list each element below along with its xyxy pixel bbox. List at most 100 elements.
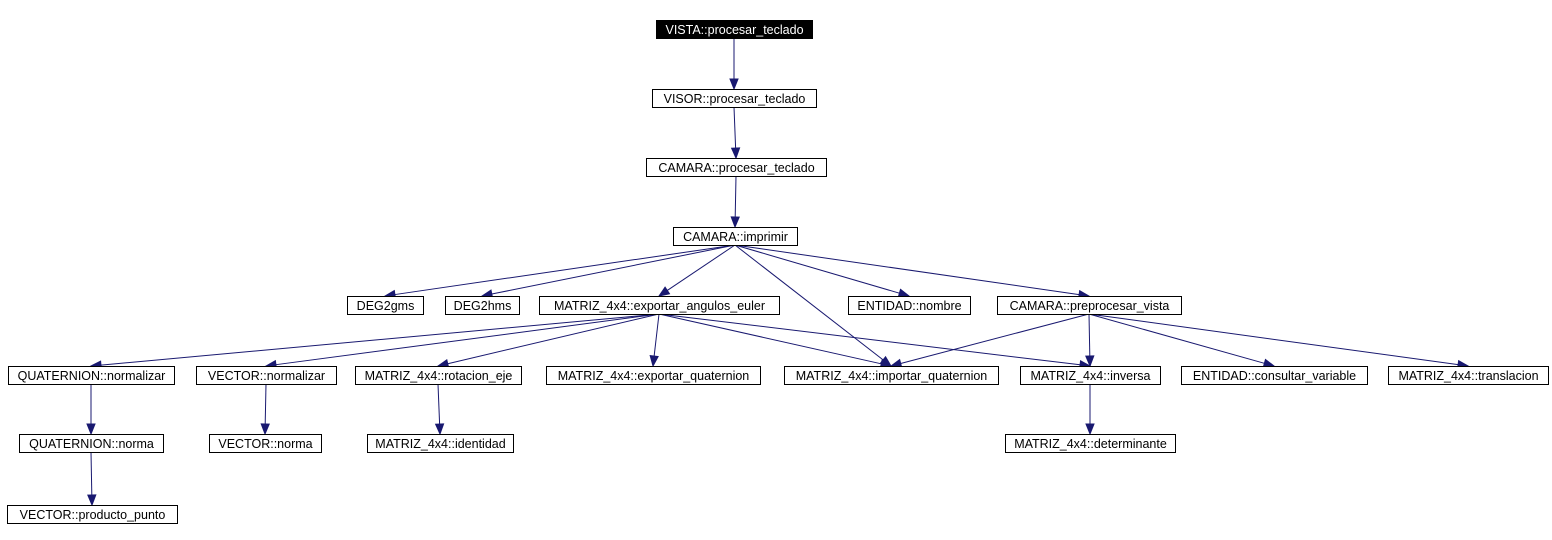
node-box bbox=[784, 366, 999, 385]
node-box bbox=[848, 296, 971, 315]
nodes-layer: VISTA::procesar_tecladoVISOR::procesar_t… bbox=[7, 20, 1549, 524]
edge-matriz-4x4-exportar-angulos-euler-to-matriz-4x4-exportar-quaternion bbox=[649, 313, 660, 368]
edge-line bbox=[437, 383, 441, 425]
edge-line bbox=[394, 244, 736, 296]
edge-camara-imprimir-to-entidad-nombre bbox=[734, 244, 911, 298]
edge-camara-preprocesar-vista-to-entidad-consultar-variable bbox=[1088, 313, 1276, 368]
node-visor-procesar-teclado[interactable]: VISOR::procesar_teclado bbox=[652, 89, 817, 108]
edge-line bbox=[900, 313, 1090, 364]
node-box bbox=[997, 296, 1182, 315]
edge-line bbox=[658, 313, 1081, 366]
edge-line bbox=[733, 106, 737, 149]
arrowhead-icon bbox=[434, 423, 445, 436]
arrowhead-icon bbox=[1085, 423, 1095, 436]
arrowhead-icon bbox=[649, 355, 659, 368]
edge-camara-preprocesar-vista-to-matriz-4x4-translacion bbox=[1088, 313, 1470, 370]
node-camara-imprimir[interactable]: CAMARA::imprimir bbox=[673, 227, 798, 246]
arrowhead-icon bbox=[897, 288, 911, 298]
node-matriz-4x4-importar-quaternion[interactable]: MATRIZ_4x4::importar_quaternion bbox=[784, 366, 999, 385]
edge-visor-procesar-teclado-to-camara-procesar-teclado bbox=[730, 106, 741, 160]
node-vector-norma[interactable]: VECTOR::norma bbox=[209, 434, 322, 453]
node-matriz-4x4-exportar-quaternion[interactable]: MATRIZ_4x4::exportar_quaternion bbox=[546, 366, 761, 385]
node-label: CAMARA::procesar_teclado bbox=[658, 161, 814, 175]
node-camara-procesar-teclado[interactable]: CAMARA::procesar_teclado bbox=[646, 158, 827, 177]
edge-line bbox=[1088, 313, 1091, 357]
node-box bbox=[1005, 434, 1176, 453]
arrowhead-icon bbox=[1262, 358, 1276, 368]
node-box bbox=[646, 158, 827, 177]
edge-camara-imprimir-to-camara-preprocesar-vista bbox=[734, 244, 1091, 300]
edge-quaternion-norma-to-vector-producto-punto bbox=[87, 451, 97, 507]
edge-vector-normalizar-to-vector-norma bbox=[260, 383, 270, 436]
node-entidad-nombre[interactable]: ENTIDAD::nombre bbox=[848, 296, 971, 315]
edge-line bbox=[658, 313, 882, 365]
edge-line bbox=[734, 244, 1080, 296]
node-label: MATRIZ_4x4::importar_quaternion bbox=[796, 369, 988, 383]
arrowhead-icon bbox=[260, 423, 270, 436]
node-matriz-4x4-inversa[interactable]: MATRIZ_4x4::inversa bbox=[1020, 366, 1161, 385]
edge-line bbox=[734, 175, 737, 218]
node-entidad-consultar-variable[interactable]: ENTIDAD::consultar_variable bbox=[1181, 366, 1368, 385]
node-label: VECTOR::norma bbox=[218, 437, 312, 451]
node-camara-preprocesar-vista[interactable]: CAMARA::preprocesar_vista bbox=[997, 296, 1182, 315]
node-label: DEG2hms bbox=[454, 299, 512, 313]
edge-quaternion-normalizar-to-quaternion-norma bbox=[86, 384, 96, 436]
node-label: ENTIDAD::nombre bbox=[857, 299, 961, 313]
edge-line bbox=[734, 244, 900, 294]
arrowhead-icon bbox=[87, 494, 97, 507]
node-matriz-4x4-determinante[interactable]: MATRIZ_4x4::determinante bbox=[1005, 434, 1176, 453]
node-matriz-4x4-translacion[interactable]: MATRIZ_4x4::translacion bbox=[1388, 366, 1549, 385]
node-quaternion-norma[interactable]: QUATERNION::norma bbox=[19, 434, 164, 453]
node-matriz-4x4-rotacion-eje[interactable]: MATRIZ_4x4::rotacion_eje bbox=[355, 366, 522, 385]
edge-camara-procesar-teclado-to-camara-imprimir bbox=[730, 175, 740, 229]
edge-line bbox=[1088, 313, 1459, 366]
edge-camara-imprimir-to-matriz-4x4-exportar-angulos-euler bbox=[657, 244, 736, 297]
edge-line bbox=[90, 451, 93, 496]
node-matriz-4x4-identidad[interactable]: MATRIZ_4x4::identidad bbox=[367, 434, 514, 453]
node-box bbox=[7, 505, 178, 524]
node-box bbox=[673, 227, 798, 246]
node-vector-normalizar[interactable]: VECTOR::normalizar bbox=[196, 366, 337, 385]
arrowhead-icon bbox=[1085, 355, 1095, 368]
node-vector-producto-punto[interactable]: VECTOR::producto_punto bbox=[7, 505, 178, 524]
node-label: QUATERNION::normalizar bbox=[18, 369, 166, 383]
edge-matriz-4x4-exportar-angulos-euler-to-matriz-4x4-inversa bbox=[658, 313, 1092, 370]
node-label: MATRIZ_4x4::translacion bbox=[1398, 369, 1538, 383]
node-deg2gms[interactable]: DEG2gms bbox=[347, 296, 424, 315]
node-box bbox=[652, 89, 817, 108]
node-deg2hms[interactable]: DEG2hms bbox=[445, 296, 520, 315]
node-vista-procesar-teclado[interactable]: VISTA::procesar_teclado bbox=[656, 20, 813, 39]
node-label: MATRIZ_4x4::rotacion_eje bbox=[365, 369, 513, 383]
edge-matriz-4x4-inversa-to-matriz-4x4-determinante bbox=[1085, 384, 1095, 436]
node-box bbox=[209, 434, 322, 453]
edge-line bbox=[1088, 313, 1265, 364]
node-box bbox=[196, 366, 337, 385]
node-quaternion-normalizar[interactable]: QUATERNION::normalizar bbox=[8, 366, 175, 385]
node-label: MATRIZ_4x4::exportar_angulos_euler bbox=[554, 299, 765, 313]
edge-line bbox=[667, 244, 736, 291]
node-box bbox=[367, 434, 514, 453]
edge-line bbox=[491, 244, 736, 295]
edge-matriz-4x4-rotacion-eje-to-matriz-4x4-identidad bbox=[434, 383, 445, 436]
node-box bbox=[1020, 366, 1161, 385]
node-label: DEG2gms bbox=[357, 299, 415, 313]
node-box bbox=[546, 366, 761, 385]
edge-line bbox=[264, 383, 267, 425]
node-box bbox=[445, 296, 520, 315]
node-label: CAMARA::preprocesar_vista bbox=[1010, 299, 1170, 313]
node-label: VISOR::procesar_teclado bbox=[664, 92, 806, 106]
node-box bbox=[1388, 366, 1549, 385]
node-box bbox=[19, 434, 164, 453]
node-label: MATRIZ_4x4::exportar_quaternion bbox=[558, 369, 750, 383]
node-label: VECTOR::producto_punto bbox=[20, 508, 166, 522]
arrowhead-icon bbox=[730, 147, 741, 160]
edge-line bbox=[447, 313, 660, 365]
arrowhead-icon bbox=[730, 216, 740, 229]
edge-line bbox=[100, 313, 660, 366]
node-box bbox=[1181, 366, 1368, 385]
node-label: VISTA::procesar_teclado bbox=[665, 23, 803, 37]
node-label: QUATERNION::norma bbox=[29, 437, 154, 451]
node-matriz-4x4-exportar-angulos-euler[interactable]: MATRIZ_4x4::exportar_angulos_euler bbox=[539, 296, 780, 315]
node-label: MATRIZ_4x4::inversa bbox=[1031, 369, 1151, 383]
